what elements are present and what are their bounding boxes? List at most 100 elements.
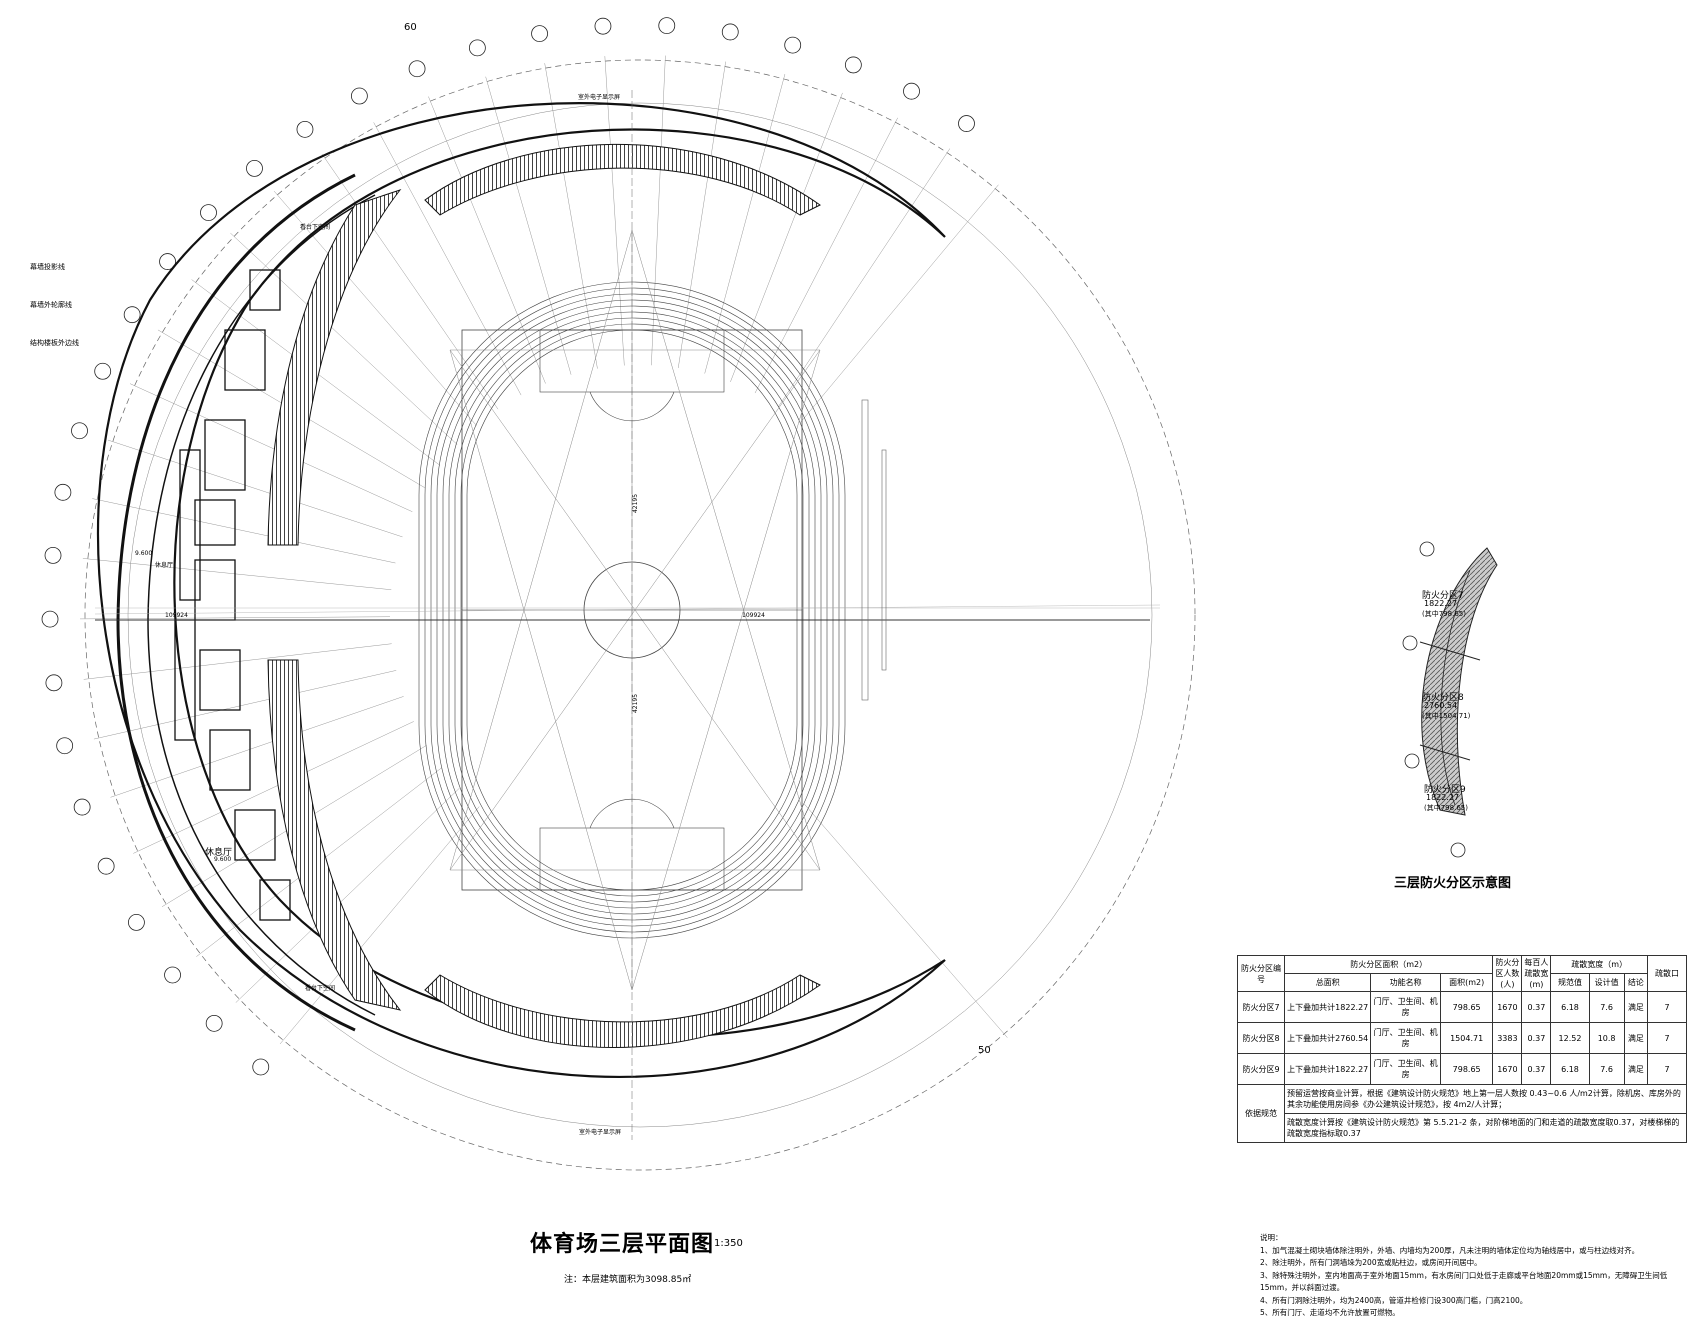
- axis-bubble: [721, 23, 739, 41]
- axis-bubble: [784, 36, 802, 54]
- cell-total: 上下叠加共计2760.54: [1283, 1022, 1372, 1054]
- axis-bubble: [408, 60, 426, 78]
- cell-func: 门厅、卫生间、机房: [1370, 1053, 1441, 1085]
- cell-total: 上下叠加共计1822.27: [1283, 991, 1372, 1023]
- axis-bubble: [658, 17, 676, 35]
- annotation-curtain-wall-outline: 幕墙外轮廓线: [30, 301, 72, 309]
- stand-space-bottom: 看台下空间: [305, 985, 336, 992]
- cell-result: 满足: [1623, 1053, 1649, 1085]
- fire-zone-7-area: 1822.27: [1424, 599, 1458, 608]
- dim-vertical-2: 42195: [632, 693, 640, 714]
- dim-total-left: 109924: [165, 612, 188, 619]
- cell-spec: 12.52: [1550, 1022, 1590, 1054]
- cell-func: 门厅、卫生间、机房: [1370, 1022, 1441, 1054]
- stand-space-top: 看台下空间: [300, 224, 331, 231]
- th-zone-no: 防火分区编号: [1237, 955, 1285, 992]
- grid-ray: [279, 806, 480, 1045]
- grid-ray: [373, 122, 522, 396]
- grid-ray: [544, 63, 598, 369]
- elevation-2: 9.600: [214, 856, 232, 863]
- cell-basis-2: 疏散宽度计算按《建筑设计防火规范》第 5.5.21-2 条，对阶梯地面的门和走道…: [1284, 1113, 1687, 1143]
- grid-ray: [93, 670, 397, 740]
- axis-bubble: [128, 913, 145, 931]
- axis-bubble: [97, 857, 115, 875]
- cell-per100: 0.37: [1521, 1053, 1552, 1085]
- axis-bubble: [54, 483, 72, 501]
- axis-bubble: [45, 674, 63, 692]
- sector-line: [631, 229, 821, 871]
- axis-bubble: [200, 204, 217, 222]
- dim-vertical-1: 42195: [632, 493, 640, 514]
- table-row: 防火分区7 上下叠加共计1822.27 门厅、卫生间、机房 798.65 167…: [1237, 991, 1687, 1023]
- cell-zone: 防火分区9: [1237, 1053, 1285, 1085]
- fire-zone-9-sub: (其中798.65): [1424, 804, 1468, 812]
- grid-ray: [677, 61, 726, 368]
- room: [194, 559, 236, 621]
- axis-bubble: [531, 25, 548, 43]
- axis-bubble: [958, 115, 975, 132]
- west-stand-upper: [267, 189, 402, 546]
- drawing-scale: 1:350: [714, 1238, 743, 1249]
- cell-basis-1: 预留运营按商业计算，根据《建筑设计防火规范》地上第一层人数按 0.43~0.6 …: [1284, 1084, 1687, 1114]
- grid-ray: [730, 92, 843, 383]
- cell-exits: 7: [1647, 1053, 1687, 1085]
- south-stand: [424, 974, 821, 1048]
- fire-zone-8-area: 2760.54: [1424, 701, 1458, 710]
- th-exits: 疏散口: [1647, 955, 1687, 992]
- cell-spec: 6.18: [1550, 991, 1590, 1023]
- grid-ray: [754, 117, 898, 394]
- hall-label-2: 休息厅: [205, 848, 233, 858]
- cell-farea: 1504.71: [1439, 1022, 1494, 1054]
- axis-bubble: [844, 56, 862, 74]
- grid-ray: [230, 232, 458, 445]
- axis-bubble: [159, 253, 176, 270]
- bottom-note: 室外电子显示屏: [579, 1129, 622, 1136]
- grid-ray: [778, 148, 951, 407]
- grid-ray: [235, 787, 460, 1003]
- grid-ray: [107, 439, 403, 538]
- axis-bubble: [252, 1058, 270, 1076]
- axis-bubble: [903, 82, 920, 100]
- axis-bubble: [94, 362, 112, 380]
- cell-exits: 7: [1647, 1022, 1687, 1054]
- room: [204, 419, 246, 491]
- cell-per100: 0.37: [1521, 991, 1552, 1023]
- top-note: 室外电子显示屏: [578, 94, 621, 101]
- fire-zone-8-sub: (其中1504.71): [1422, 712, 1471, 720]
- fire-zone-7-sub: (其中798.65): [1422, 610, 1466, 618]
- grid-ray: [799, 184, 999, 424]
- sector-line: [449, 349, 821, 871]
- annotation-slab-edge: 结构楼板外边线: [30, 339, 79, 347]
- cell-exits: 7: [1647, 991, 1687, 1023]
- note-item: 15mm，并以斜面过渡。: [1260, 1283, 1345, 1292]
- cell-design: 10.8: [1588, 1022, 1625, 1054]
- grid-ray: [82, 558, 392, 590]
- note-item: 5、所有门厅、走道均不允许放置可燃物。: [1260, 1308, 1400, 1317]
- cell-zone: 防火分区8: [1237, 1022, 1285, 1054]
- general-notes: 说明： 1、加气混凝土砌块墙体除注明外，外墙、内墙均为200厚，凡未注明的墙体定…: [1260, 1232, 1690, 1320]
- grid-ray: [651, 55, 666, 366]
- axis-bubble: [44, 546, 62, 564]
- cell-result: 满足: [1623, 991, 1649, 1023]
- th-func-area: 面积(m2): [1439, 973, 1494, 992]
- grid-label-bottom: 50: [978, 1045, 991, 1056]
- axis-bubble: [71, 422, 88, 440]
- west-stand-lower: [267, 659, 402, 1011]
- cell-people: 1670: [1492, 1053, 1523, 1085]
- table-row-basis: 依据规范 预留运营按商业计算，根据《建筑设计防火规范》地上第一层人数按 0.43…: [1237, 1084, 1687, 1143]
- sector-line: [449, 349, 633, 991]
- fire-zone-9-name: 防火分区9: [1424, 785, 1466, 795]
- cell-basis-label: 依据规范: [1237, 1084, 1285, 1143]
- grid-ray: [83, 643, 392, 680]
- th-func-name: 功能名称: [1370, 973, 1441, 992]
- grid-ray: [485, 76, 572, 375]
- th-area-group: 防火分区面积（m2）: [1283, 955, 1494, 974]
- th-design: 设计值: [1588, 973, 1625, 992]
- throwing-sector-lines: [449, 229, 821, 991]
- grid-ray: [321, 153, 499, 410]
- room: [234, 809, 276, 861]
- grid-ray: [604, 56, 625, 366]
- room: [259, 879, 291, 921]
- grid-ray: [133, 721, 414, 854]
- cell-result: 满足: [1623, 1022, 1649, 1054]
